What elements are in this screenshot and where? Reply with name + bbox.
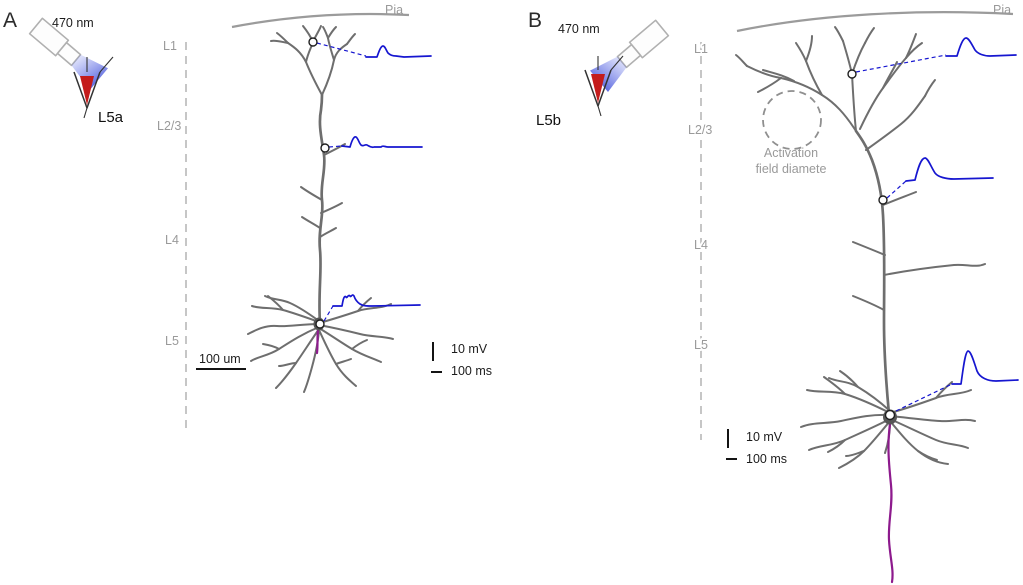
layer-label-l4-a: L4 [165,233,179,247]
time-scale-label-a: 100 ms [451,364,492,378]
trace-connector-soma-a [323,305,334,322]
panel-a: A 470 nm L5a L1 L2/3 L4 L5 Pia [3,3,492,428]
pipette-tip-icon [83,107,88,119]
light-beam-icon [71,54,108,90]
layer-axis-b: L1 L2/3 L4 L5 [686,40,714,440]
voltage-scale-label-a: 10 mV [451,342,488,356]
recording-site-mid-b [878,195,888,205]
trace-connector-mid-a [328,145,343,148]
wavelength-label-a: 470 nm [52,16,94,30]
panel-b-label: B [528,9,542,32]
voltage-trace-soma-a [332,294,421,307]
layer-label-l1-a: L1 [163,39,177,53]
layer-label-l5-a: L5 [165,334,179,348]
voltage-trace-soma-b [951,350,1019,385]
recording-site-soma-a [315,319,325,329]
pia-boundary-a [231,12,410,29]
electrode-holder-icon [610,55,624,71]
recording-site-mid-a [320,143,330,153]
pia-label-a: Pia [385,3,403,17]
oblique-dendrites-a [300,143,346,238]
optical-fiber-icon [628,19,670,59]
voltage-trace-mid-a [341,136,423,149]
layer-label-l1-b: L1 [694,42,708,56]
wavelength-label-b: 470 nm [558,22,600,36]
layer-axis-a: L1 L2/3 L4 L5 [155,37,187,428]
trace-connector-soma-b [895,383,953,412]
axon-b [887,422,894,584]
layer-label-l4-b: L4 [694,238,708,252]
pia-boundary-b [736,11,1014,33]
recording-site-tuft-a [308,37,318,47]
panel-a-label: A [3,9,17,32]
voltage-trace-tuft-b [945,37,1017,57]
trace-connector-tuft-b [855,54,947,73]
apical-trunk-a [318,93,326,325]
optical-fiber-icon [28,17,70,57]
activation-field-label-line1: Activation [764,146,818,160]
stimulation-schematic-a: 470 nm L5a [28,16,124,126]
neuron-morphology-a [247,25,394,393]
scale-bars-b: 10 mV 100 ms [726,429,787,466]
pipette-solution-icon [591,74,605,103]
activation-field-circle [762,90,822,150]
basal-dendrites-a [247,295,394,393]
voltage-trace-mid-b [905,157,994,182]
layer-label-l23-a: L2/3 [157,119,181,133]
neuron-morphology-b [735,26,986,469]
recordings-b [855,37,1019,412]
basal-dendrites-b [800,370,976,469]
electrode-holder-icon [99,56,114,73]
stimulation-schematic-b: 470 nm L5b [536,19,670,129]
recording-sites-a [308,37,330,329]
apical-trunk-b [854,129,891,416]
apical-tuft-b [735,26,936,151]
layer-label-l5-b: L5 [694,338,708,352]
panel-b: B 470 nm L5b Activation field diamete L1… [528,3,1019,584]
pia-label-b: Pia [993,3,1011,17]
axon-a [315,328,320,355]
apical-tuft-a [270,25,356,96]
pipette-tip-icon [597,105,602,117]
trace-connector-tuft-a [316,42,367,57]
voltage-scale-label-b: 10 mV [746,430,783,444]
recordings-a [316,42,432,322]
time-scale-label-b: 100 ms [746,452,787,466]
oblique-dendrites-b [852,191,986,311]
recording-site-tuft-b [847,69,857,79]
layer-label-l23-b: L2/3 [688,123,712,137]
trace-connector-mid-b [886,180,907,199]
length-scale-label-a: 100 um [199,352,241,366]
light-beam-icon [590,56,627,92]
activation-field-b: Activation field diamete [756,90,827,176]
recording-sites-b [847,69,896,421]
pipette-solution-icon [80,76,94,105]
pipette-target-label-a: L5a [98,109,124,126]
pipette-target-label-b: L5b [536,112,561,129]
scale-bars-a: 100 um 10 mV 100 ms [196,342,492,378]
activation-field-label-line2: field diamete [756,162,827,176]
recording-site-soma-b [884,409,896,421]
voltage-trace-tuft-a [365,45,432,58]
